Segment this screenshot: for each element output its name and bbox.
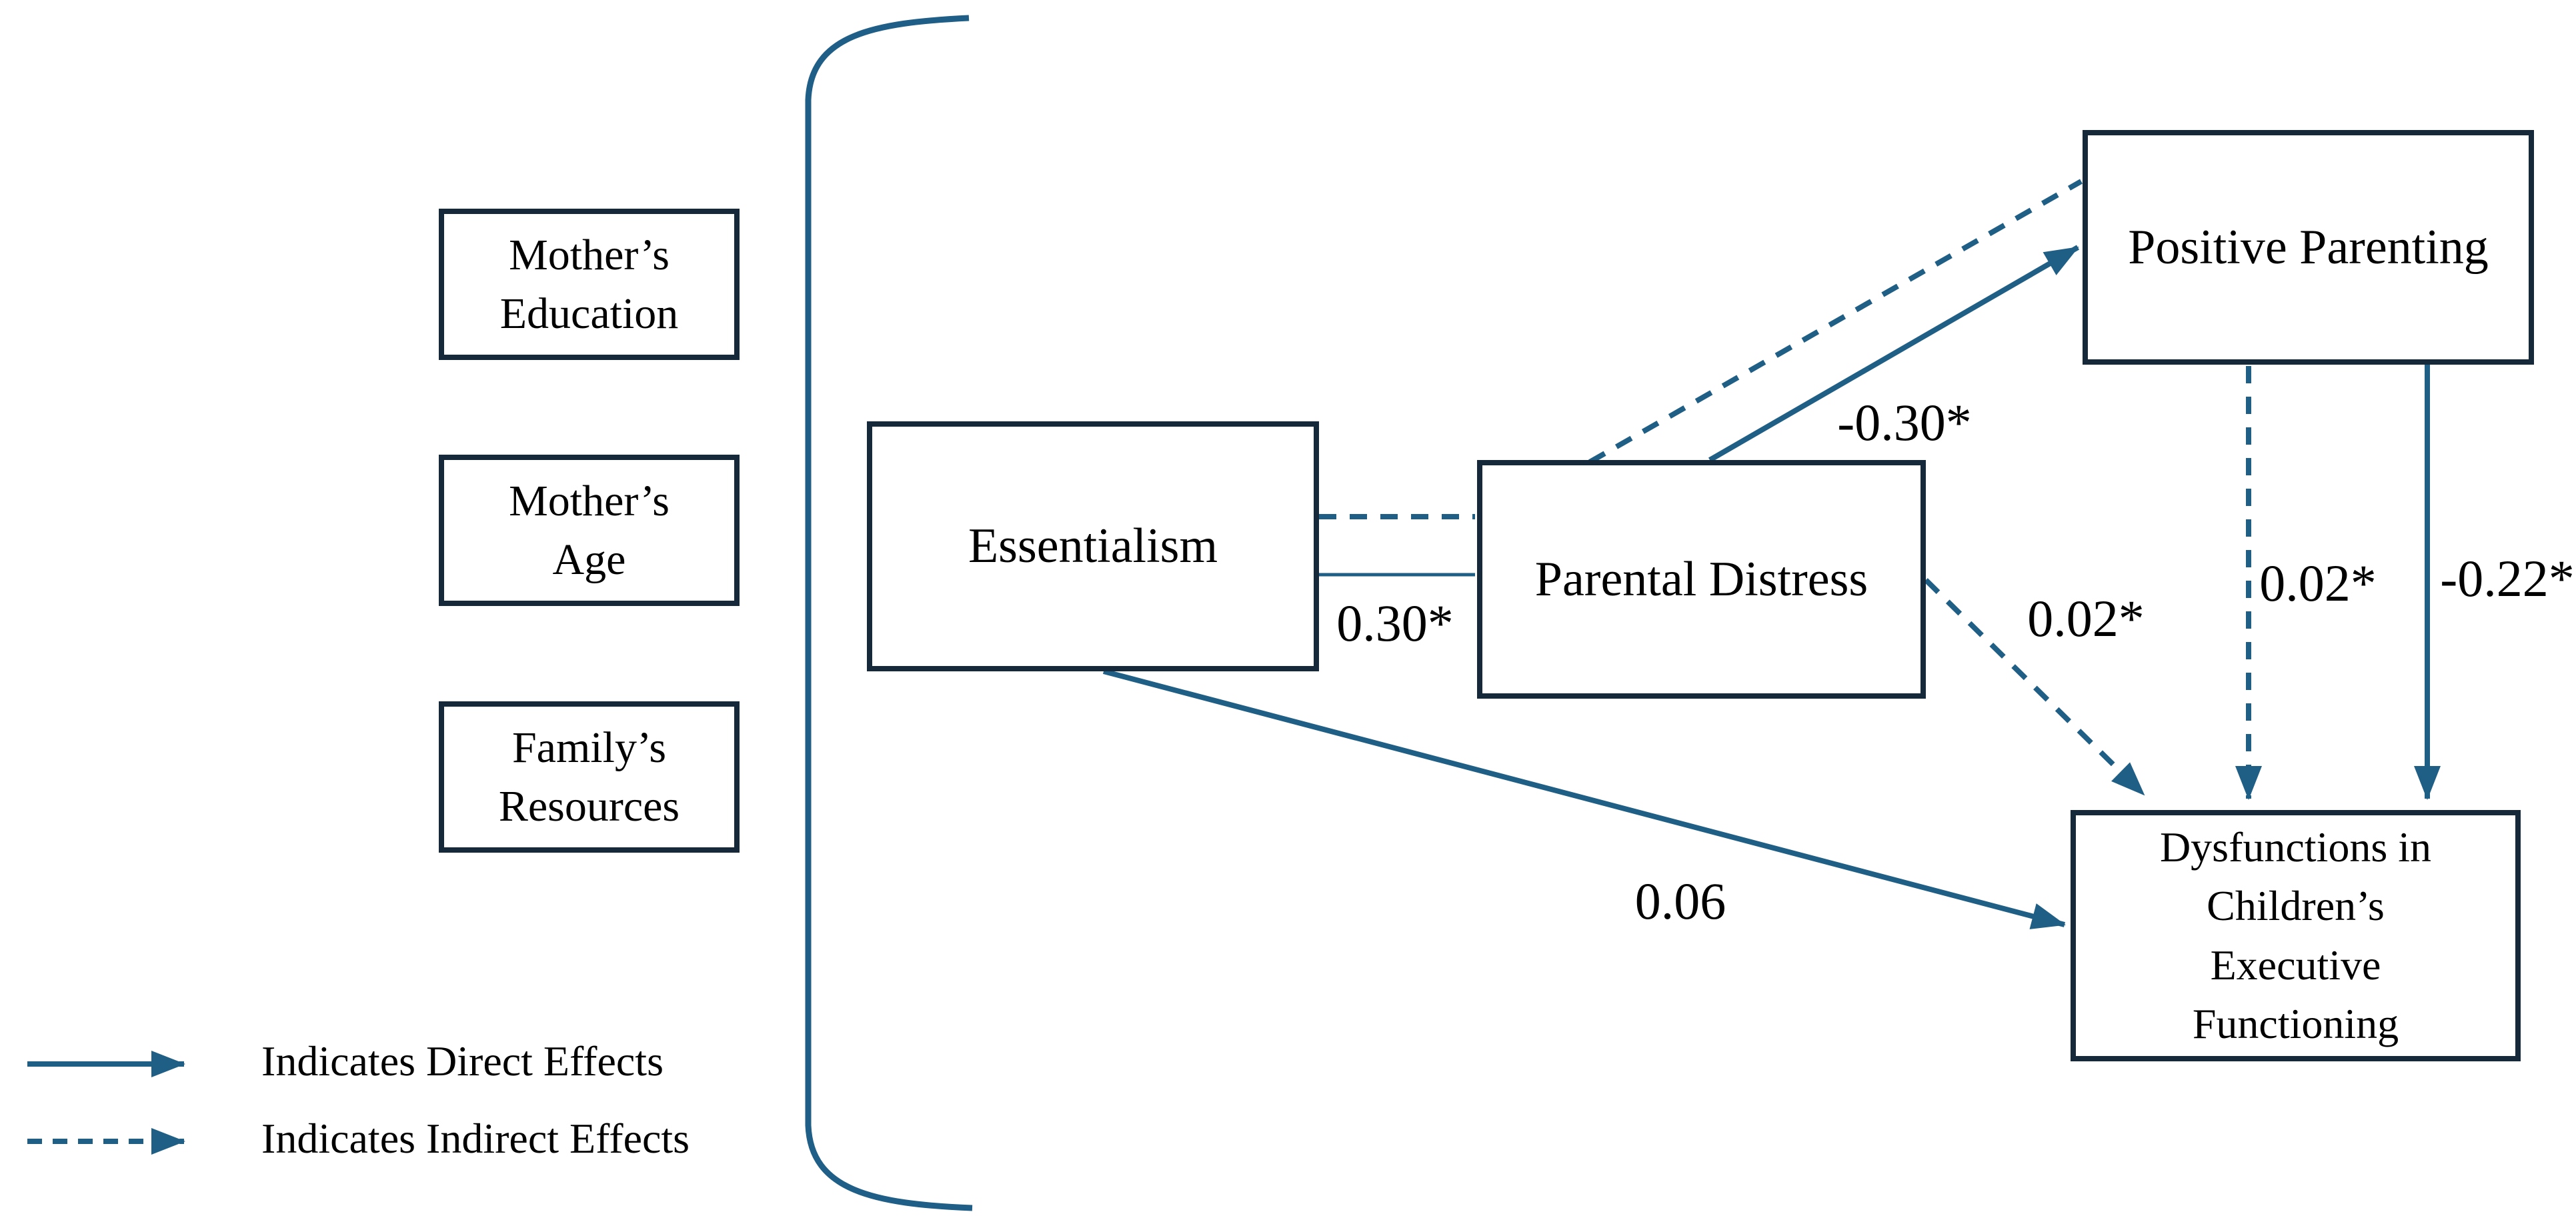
coef-positive-parenting-dysfunctions-direct: -0.22* xyxy=(2440,549,2575,607)
covariates-bracket xyxy=(805,15,973,1211)
node-label-line: Mother’s xyxy=(509,476,670,525)
node-label-line: Executive xyxy=(2210,941,2381,989)
node-parental-distress: Parental Distress xyxy=(1477,460,1926,699)
node-mothers-education: Mother’s Education xyxy=(439,209,740,360)
node-label-line: Education xyxy=(499,289,679,338)
node-label-line: Functioning xyxy=(2192,999,2399,1047)
edge-essentialism-positive-parenting-indirect xyxy=(1588,179,2083,465)
edge-parental-distress-positive-parenting-direct xyxy=(1708,245,2080,463)
node-label-line: Dysfunctions in xyxy=(2159,823,2432,871)
coef-parental-distress-positive-parenting: -0.30* xyxy=(1837,393,1972,451)
node-label-line: Mother’s xyxy=(509,230,670,279)
legend-direct-label: Indicates Direct Effects xyxy=(261,1037,664,1085)
node-label-line: Children’s xyxy=(2207,882,2385,930)
coef-positive-parenting-dysfunctions-indirect: 0.02* xyxy=(2259,554,2377,612)
node-label: Parental Distress xyxy=(1534,551,1868,607)
node-positive-parenting: Positive Parenting xyxy=(2083,130,2534,365)
node-label-line: Family’s xyxy=(511,723,667,772)
node-label-line: Age xyxy=(552,535,626,584)
legend-indirect-label: Indicates Indirect Effects xyxy=(261,1115,690,1162)
node-label-line: Resources xyxy=(498,781,680,831)
edge-essentialism-dysfunctions-direct xyxy=(1102,669,2066,929)
node-mothers-age: Mother’s Age xyxy=(439,455,740,606)
coef-parental-distress-dysfunctions: 0.02* xyxy=(2027,589,2145,647)
node-label: Positive Parenting xyxy=(2128,219,2489,275)
edge-parental-distress-dysfunctions-indirect xyxy=(1924,578,2146,797)
node-essentialism: Essentialism xyxy=(867,421,1319,671)
coef-essentialism-parental-distress: 0.30* xyxy=(1336,594,1454,652)
coef-essentialism-dysfunctions: 0.06 xyxy=(1634,872,1726,930)
node-dysfunctions-children-executive-functioning: Dysfunctions in Children’s Executive Fun… xyxy=(2071,810,2521,1061)
node-familys-resources: Family’s Resources xyxy=(439,701,740,853)
node-label: Essentialism xyxy=(968,519,1218,574)
